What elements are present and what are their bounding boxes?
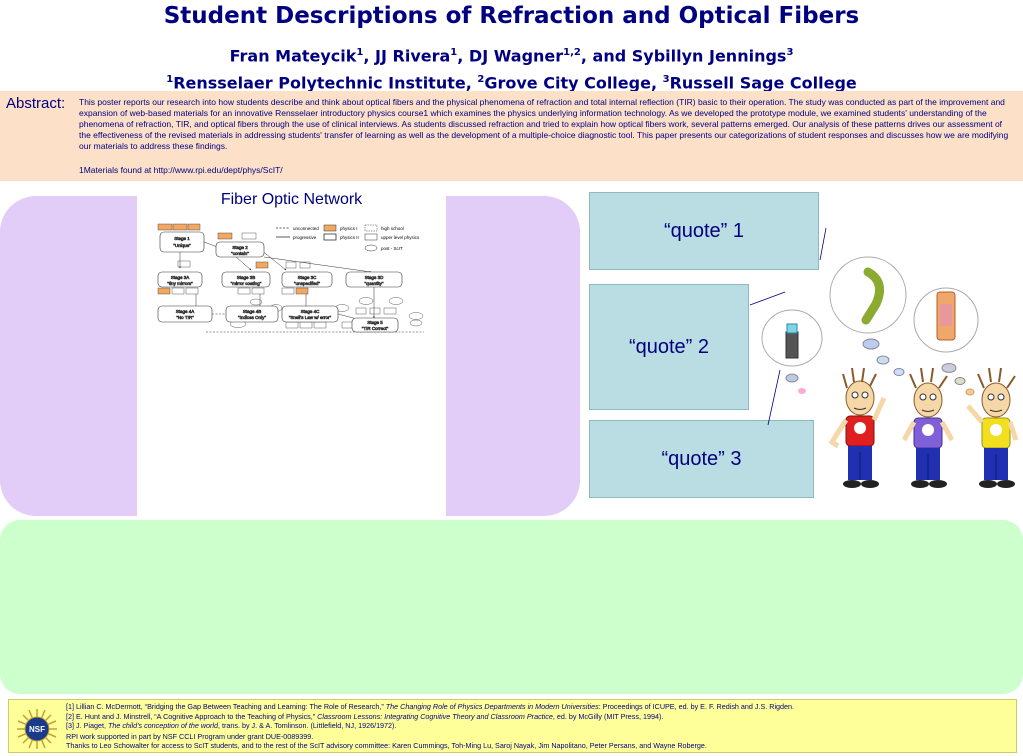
student-figure-purple bbox=[901, 367, 955, 488]
abstract-footnote: 1Materials found at http://www.rpi.edu/d… bbox=[79, 165, 283, 175]
stage-4a-label: Stage 4A bbox=[176, 309, 195, 314]
diagram-legend: unconnected progressive physics I physic… bbox=[276, 224, 420, 252]
legend-post-scit: post - ScIT bbox=[381, 246, 403, 251]
stage-5-label: Stage 5 bbox=[367, 320, 383, 325]
legend-physics-2: physics II bbox=[340, 235, 359, 240]
reference-3: [3] J. Piaget, The child's conception of… bbox=[66, 721, 397, 731]
affiliation-mark: 1 bbox=[166, 74, 174, 86]
svg-text:"unspecified": "unspecified" bbox=[294, 281, 320, 286]
network-title: Fiber Optic Network bbox=[220, 191, 363, 208]
affiliation-name: Russell Sage College bbox=[669, 73, 857, 93]
abstract-label: Abstract: bbox=[6, 95, 66, 112]
results-panel bbox=[0, 520, 1023, 694]
nsf-logo-text: NSF bbox=[29, 725, 45, 734]
legend-progressive: progressive bbox=[293, 235, 317, 240]
acknowledgment-thanks: Thanks to Leo Schowalter for access to S… bbox=[66, 741, 707, 751]
fiber-optic-network-diagram: unconnected progressive physics I physic… bbox=[157, 223, 424, 333]
stage-1-label: Stage 1 bbox=[174, 236, 190, 241]
svg-text:"TIR Correct": "TIR Correct" bbox=[362, 326, 389, 331]
svg-text:"contain": "contain" bbox=[231, 251, 249, 256]
poster-title: Student Descriptions of Refraction and O… bbox=[163, 3, 860, 29]
reference-2: [2] E. Hunt and J. Minstrell, “A Cogniti… bbox=[66, 711, 664, 721]
author-block: Fran Mateycik1, JJ Rivera1, DJ Wagner1,2… bbox=[0, 41, 1023, 96]
thinking-students-illustration bbox=[761, 256, 1019, 488]
author-affiliation-mark: 3 bbox=[786, 47, 794, 58]
acknowledgment-funding: RPI work supported in part by NSF CCLI P… bbox=[66, 731, 314, 741]
svg-text:"Indices Only": "Indices Only" bbox=[238, 315, 266, 320]
stage-3b-label: Stage 3B bbox=[237, 275, 256, 280]
nsf-logo: NSF bbox=[17, 709, 57, 749]
affiliation-mark: 2 bbox=[477, 74, 485, 86]
author-affiliation-mark: 1 bbox=[356, 47, 364, 58]
svg-text:"No TIR": "No TIR" bbox=[176, 315, 194, 320]
svg-text:"mirror coating": "mirror coating" bbox=[231, 281, 262, 286]
references-section: NSF [1] Lillian C. McDermott, “Bridging … bbox=[8, 699, 1017, 753]
quote-box-1: “quote” 1 bbox=[589, 192, 819, 270]
thought-bubble-left bbox=[761, 309, 823, 394]
abstract-section: Abstract: This poster reports our resear… bbox=[0, 91, 1023, 181]
affiliation-mark: 3 bbox=[662, 74, 670, 86]
reference-1: [1] Lillian C. McDermott, “Bridging the … bbox=[66, 702, 795, 711]
author-name: JJ Rivera bbox=[375, 46, 451, 66]
author-affiliation-mark: 1,2 bbox=[563, 47, 581, 58]
abstract-text: This poster reports our research into ho… bbox=[79, 97, 1009, 151]
author-affiliation-mark: 1 bbox=[450, 47, 458, 58]
stage-4c-label: Stage 4C bbox=[301, 309, 321, 314]
svg-text:"quantity": "quantity" bbox=[365, 281, 384, 286]
quote-box-2: “quote” 2 bbox=[589, 284, 749, 410]
affiliation-name: Rensselaer Polytechnic Institute bbox=[173, 73, 466, 93]
stage-2-label: Stage 2 bbox=[232, 245, 248, 250]
author-name: DJ Wagner bbox=[468, 46, 564, 66]
legend-upper-level: upper level physics bbox=[381, 235, 420, 240]
student-figure-yellow bbox=[966, 367, 1019, 488]
stage-4b-label: Stage 4B bbox=[243, 309, 262, 314]
quote-connector-lines bbox=[749, 227, 827, 426]
author-name: Sybillyn Jennings bbox=[631, 46, 787, 66]
affiliation-line: 1Rensselaer Polytechnic Institute, 2Grov… bbox=[166, 73, 857, 93]
reference-list: [1] Lillian C. McDermott, “Bridging the … bbox=[66, 702, 794, 751]
student-figure-red bbox=[828, 367, 887, 488]
thought-bubble-middle bbox=[829, 256, 907, 376]
thought-bubble-right bbox=[913, 287, 979, 396]
legend-unconnected: unconnected bbox=[293, 226, 319, 231]
author-name: Fran Mateycik bbox=[229, 46, 357, 66]
affiliation-name: Grove City College bbox=[484, 73, 651, 93]
stage-3a-label: Stage 3A bbox=[171, 275, 190, 280]
legend-physics-1: physics I bbox=[340, 226, 358, 231]
stage-3d-label: Stage 3D bbox=[365, 275, 385, 280]
svg-text:"Snell's Law w/ error": "Snell's Law w/ error" bbox=[289, 315, 332, 320]
svg-text:"tiny mirrors": "tiny mirrors" bbox=[167, 281, 193, 286]
quote-box-3: “quote” 3 bbox=[589, 420, 814, 498]
svg-text:"Unique": "Unique" bbox=[173, 243, 191, 248]
stage-3c-label: Stage 3C bbox=[298, 275, 318, 280]
legend-high-school: high school bbox=[381, 226, 404, 231]
author-line: Fran Mateycik1, JJ Rivera1, DJ Wagner1,2… bbox=[229, 46, 794, 66]
